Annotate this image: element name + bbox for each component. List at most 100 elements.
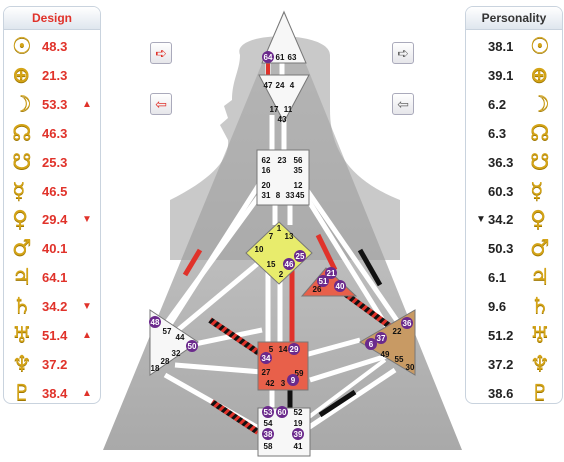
design-value: 46.3: [42, 125, 68, 141]
design-row-pluto: ♇38.4▲: [4, 380, 100, 404]
personality-row-neptune: ♆ 37.2: [466, 351, 562, 379]
gate-sacral: 5: [269, 345, 274, 354]
design-row-earth: ⊕21.3: [4, 62, 100, 90]
personality-value: 38.1: [488, 39, 514, 54]
gate-badge: [294, 250, 306, 262]
gate-solar-plexus: 6: [369, 340, 374, 349]
personality-next-button[interactable]: ➪: [392, 42, 414, 64]
gate-badge: [334, 280, 346, 292]
gate-ego: 51: [319, 277, 328, 286]
jupiter-icon: ♃: [12, 265, 32, 291]
personality-title: Personality: [466, 7, 562, 30]
gate-badge: [288, 343, 300, 355]
gate-ajna: 17: [270, 105, 279, 114]
personality-value: 6.3: [488, 125, 507, 141]
personality-row-venus: ♀34.2▼: [466, 206, 562, 234]
pluto-icon: ♇: [12, 380, 32, 404]
gate-root: 54: [264, 419, 273, 428]
design-row-jupiter: ♃ 64.1: [4, 264, 100, 292]
pluto-icon: ♇: [530, 380, 550, 404]
gate-throat: 23: [278, 156, 287, 165]
gate-root: 39: [294, 430, 303, 439]
arrow-icon: ▲: [82, 387, 92, 399]
gate-spleen: 28: [161, 357, 170, 366]
gate-sacral: 9: [291, 376, 296, 385]
design-prev-button[interactable]: ⇦: [150, 93, 172, 115]
arrow-icon: ▲: [82, 98, 92, 110]
personality-prev-button[interactable]: ⇦: [392, 93, 414, 115]
gate-badge: [317, 275, 329, 287]
design-row-saturn: ♄34.2▼: [4, 293, 100, 321]
venus-icon: ♀: [12, 207, 29, 233]
gate-throat: 12: [294, 181, 303, 190]
design-value: 53.3: [42, 96, 68, 112]
arrow-icon: ▼: [82, 214, 92, 226]
personality-value: 6.2: [488, 96, 507, 112]
gate-g: 7: [269, 232, 274, 241]
gate-badge: [262, 51, 274, 63]
gate-ajna: 4: [290, 81, 295, 90]
gate-sacral: 3: [281, 379, 286, 388]
design-value: 64.1: [42, 270, 68, 286]
gate-throat: 45: [296, 191, 305, 200]
design-title: Design: [4, 7, 100, 30]
gate-root: 52: [294, 408, 303, 417]
gate-ego: 40: [336, 282, 345, 291]
gate-throat: 35: [294, 166, 303, 175]
gate-sacral: 29: [290, 345, 299, 354]
gate-throat: 20: [262, 181, 271, 190]
design-row-north-node: ☊ 46.3: [4, 120, 100, 148]
gate-ajna: 47: [264, 81, 273, 90]
design-next-button[interactable]: ➪: [150, 42, 172, 64]
personality-row-pluto: ♇38.6: [466, 380, 562, 404]
gate-badge: [287, 374, 299, 386]
gate-solar-plexus: 22: [393, 327, 402, 336]
gate-root: 58: [264, 442, 273, 451]
gate-solar-plexus: 55: [395, 355, 404, 364]
personality-row-saturn: ♄9.6: [466, 293, 562, 321]
personality-row-sun: ☉38.1: [466, 33, 562, 61]
personality-value: 36.3: [488, 154, 514, 170]
gate-ajna: 24: [276, 81, 285, 90]
personality-panel: Personality ☉38.1⊕39.1☽6.2☊6.3☋36.3☿60.3…: [465, 6, 563, 404]
gate-spleen: 57: [163, 327, 172, 336]
gate-g: 46: [285, 260, 294, 269]
design-value: 34.2: [42, 299, 68, 315]
personality-value: 37.2: [488, 356, 514, 372]
gate-root: 41: [294, 442, 303, 451]
gate-sacral: 34: [262, 354, 271, 363]
design-value: 21.3: [42, 67, 68, 83]
gate-spleen: 50: [188, 342, 197, 351]
gate-g: 13: [285, 232, 294, 241]
neptune-icon: ♆: [530, 351, 550, 377]
gate-solar-plexus: 36: [403, 319, 412, 328]
jupiter-icon: ♃: [530, 265, 550, 291]
design-value: 51.4: [42, 328, 68, 343]
gate-g: 15: [267, 260, 276, 269]
gate-badge: [262, 406, 274, 418]
design-value: 25.3: [42, 154, 68, 170]
gate-badge: [262, 428, 274, 440]
design-row-uranus: ♅51.4▲: [4, 322, 100, 350]
saturn-icon: ♄: [530, 294, 550, 320]
gate-ajna: 11: [284, 105, 293, 114]
gate-badge: [149, 316, 161, 328]
mars-icon: ♂: [12, 236, 32, 262]
design-row-neptune: ♆37.2: [4, 351, 100, 379]
g-center: [245, 221, 313, 285]
gate-solar-plexus: 30: [406, 363, 415, 372]
design-value: 40.1: [42, 241, 68, 257]
gate-ego: 21: [327, 269, 336, 278]
gate-throat: 33: [286, 191, 295, 200]
gate-badge: [365, 338, 377, 350]
design-row-venus: ♀29.4▼: [4, 206, 100, 234]
north-node-icon: ☊: [530, 120, 550, 146]
design-row-moon: ☽53.3▲: [4, 91, 100, 119]
gate-badge: [276, 406, 288, 418]
spleen-center: [149, 309, 199, 376]
arrow-icon: ▼: [476, 214, 486, 226]
gate-solar-plexus: 37: [377, 334, 386, 343]
gate-badge: [401, 317, 413, 329]
north-node-icon: ☊: [12, 120, 32, 146]
